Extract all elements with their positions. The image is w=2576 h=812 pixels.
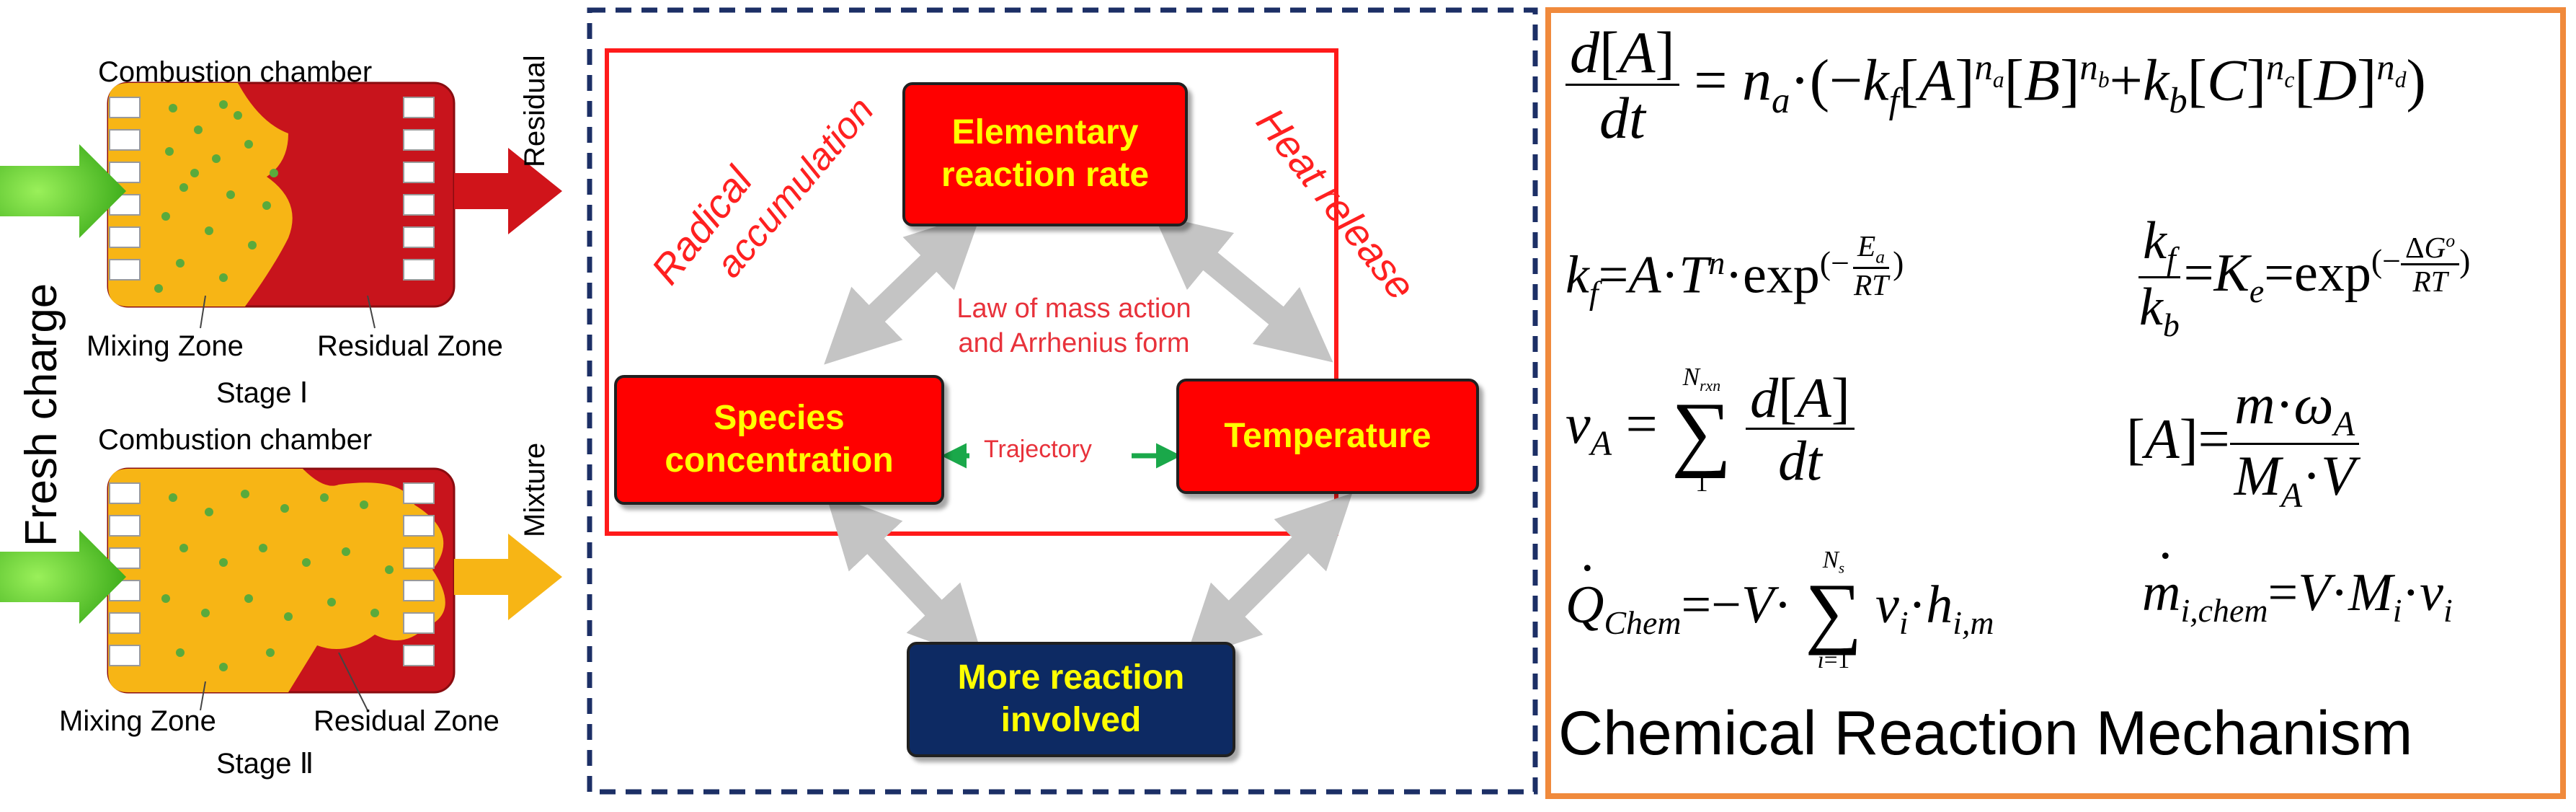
residual-zone-label-stage-1: Residual Zone [317,330,503,362]
temperature-box: Temperature [1176,379,1479,494]
temperature-label: Temperature [1224,416,1431,455]
mixing-zone-label-stage-1: Mixing Zone [86,330,244,362]
rate-equation: d[A]dt = na·(−kf[A]na[B]nb+kb[C]nc[D]nd) [1565,21,2426,151]
title-word-reaction: Reaction [1834,699,2079,768]
mixing-zone-label-stage-2: Mixing Zone [59,705,216,737]
chamber-title-stage-1: Combustion chamber [98,56,373,88]
arrow-species-more [825,492,985,662]
law-line-2: and Arrhenius form [958,327,1190,358]
residual-zone-label-stage-2: Residual Zone [314,705,499,737]
title-word-chemical: Chemical [1558,699,1817,768]
title-word-mechanism: Mechanism [2095,699,2413,768]
combustion-diagram [0,81,562,711]
chamber-title-stage-2: Combustion chamber [98,424,373,456]
stage-1-label: Stage Ⅰ [216,377,308,409]
elementary-reaction-rate-label: Elementary reaction rate [941,113,1150,194]
species-rate-sum-equation: vA = Nrxn∑1 d[A]dt [1565,364,1855,495]
arrow-rate-species [824,212,982,365]
arrow-temperature-more [1184,493,1353,661]
more-reaction-label: More reaction involved [957,658,1185,739]
chamber-stage-1 [0,81,562,329]
mechanism-title: Chemical Reaction Mechanism [1558,698,2412,769]
law-line-1: Law of mass action [956,294,1191,324]
mass-rate-equation: m·i,chem=V·Mi·vi [2142,526,2453,629]
law-of-mass-action-text: Law of mass action and Arrhenius form [908,292,1240,361]
trajectory-label: Trajectory [984,436,1092,463]
heat-release-equation: Q·Chem=−V· Ns∑i=1 vi·hi,m [1565,539,1994,674]
species-concentration-label: Species concentration [665,399,894,480]
arrow-rate-temperature [1153,214,1333,363]
stage-2-label: Stage Ⅱ [216,748,314,780]
chamber-stage-2 [0,467,562,711]
elementary-reaction-rate-box: Elementary reaction rate [902,82,1188,226]
species-concentration-box: Species concentration [614,375,944,505]
more-reaction-box: More reaction involved [907,642,1235,757]
